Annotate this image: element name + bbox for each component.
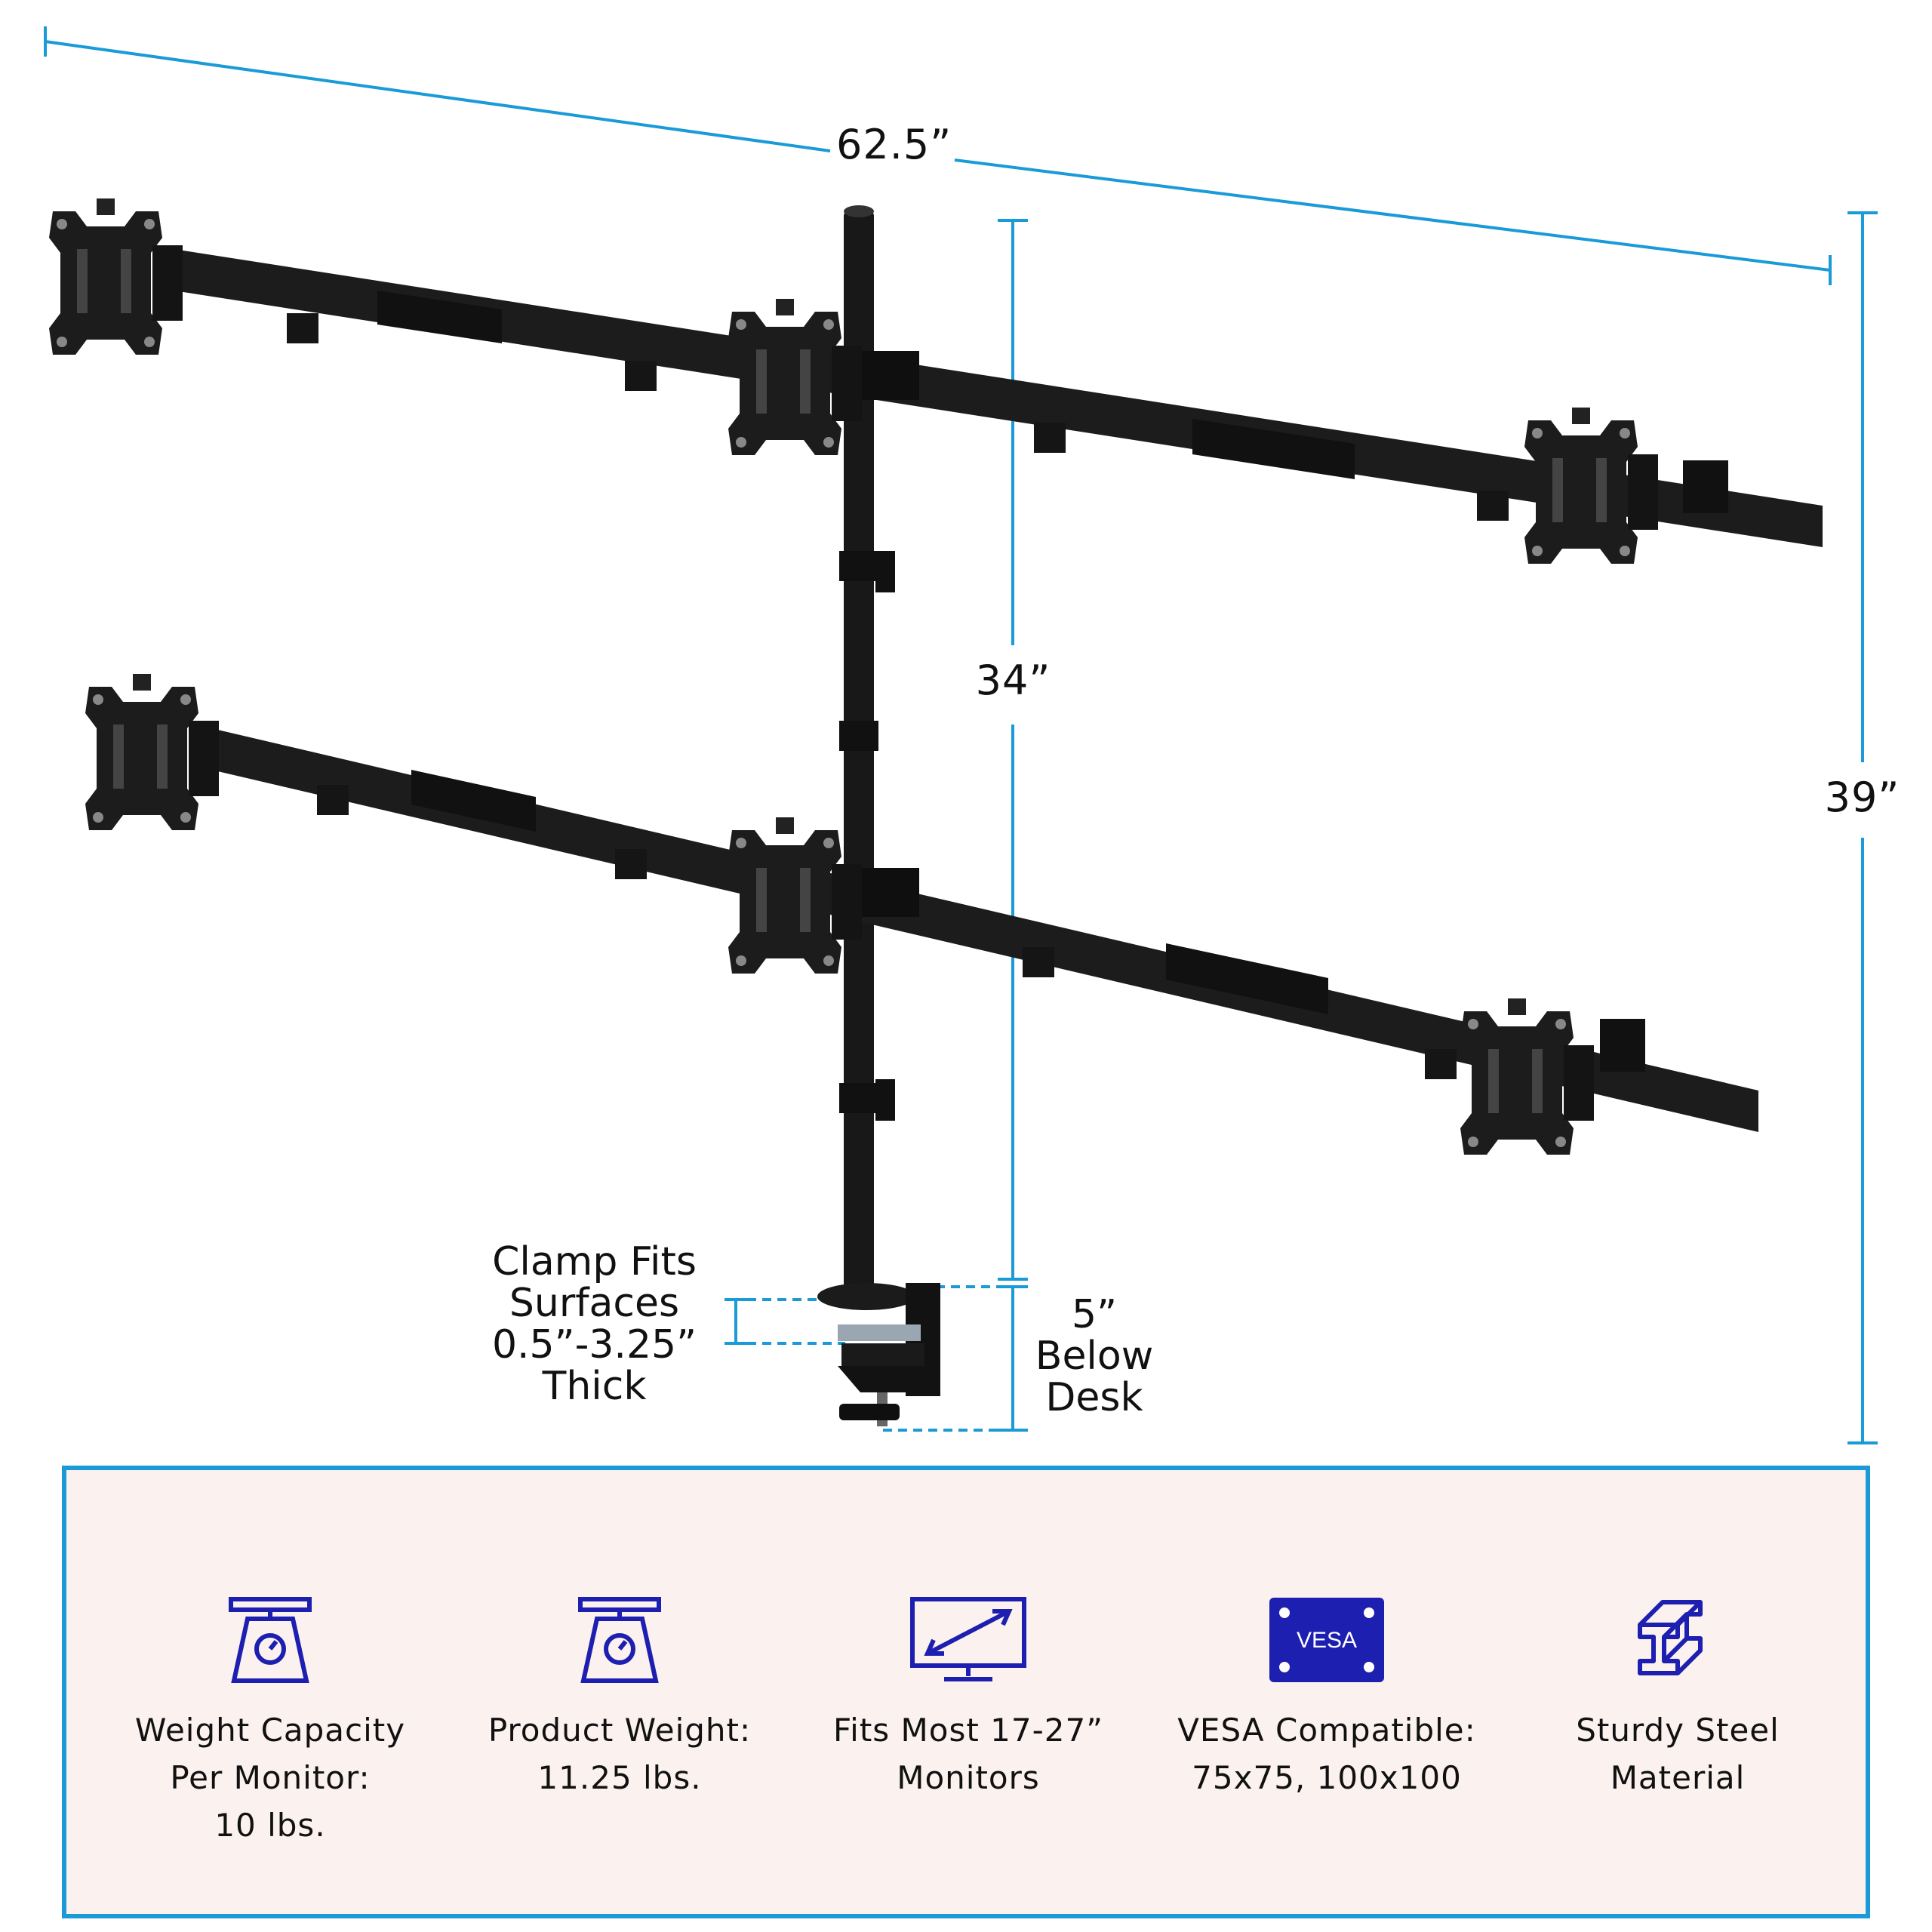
- product-diagram: [44, 26, 1878, 1444]
- vesa-plate-top-right: [1524, 408, 1658, 564]
- clamp-note-line1: Clamp Fits: [492, 1239, 697, 1284]
- spec-product-weight: Product Weight: 11.25 lbs.: [446, 1595, 793, 1801]
- below-desk-dimension-line: [883, 1285, 1028, 1432]
- upper-arm: [174, 249, 1823, 547]
- desk-clamp: [817, 1283, 940, 1426]
- vesa-plate-top-left: [49, 198, 183, 355]
- vesa-plate-bottom-right: [1460, 998, 1594, 1155]
- width-dimension-label: 62.5”: [836, 121, 952, 168]
- spec-product-weight-line1: Product Weight:: [488, 1712, 752, 1749]
- spec-product-weight-line2: 11.25 lbs.: [537, 1759, 702, 1796]
- spec-vesa-line2: 75x75, 100x100: [1192, 1759, 1462, 1796]
- vesa-badge-text: VESA: [1297, 1628, 1357, 1653]
- center-pole: [839, 205, 895, 1291]
- below-desk-line2: Below: [1035, 1334, 1154, 1379]
- spec-vesa-line1: VESA Compatible:: [1177, 1712, 1476, 1749]
- width-dimension-line: [44, 26, 1832, 285]
- steel-beam-icon: [1638, 1600, 1703, 1675]
- spec-monitor-size-line2: Monitors: [897, 1759, 1040, 1796]
- spec-steel-line1: Sturdy Steel: [1576, 1712, 1780, 1749]
- below-desk-note: 5” Below Desk: [1026, 1294, 1162, 1419]
- pole-height-dimension-line: [998, 219, 1028, 1281]
- clamp-note-line3: 0.5”-3.25”: [491, 1322, 697, 1367]
- vesa-plate-bottom-left: [85, 674, 219, 830]
- vesa-plate-bottom-center: [728, 817, 862, 974]
- clamp-range-dimension-line: [724, 1298, 845, 1345]
- spec-monitor-size-line1: Fits Most 17-27”: [833, 1712, 1103, 1749]
- clamp-note-line4: Thick: [542, 1364, 647, 1409]
- spec-monitor-size: Fits Most 17-27” Monitors: [795, 1595, 1142, 1801]
- spec-weight-capacity-line1: Weight Capacity: [134, 1712, 406, 1749]
- below-desk-line1: 5”: [1071, 1292, 1118, 1337]
- scale-icon: [229, 1597, 312, 1683]
- clamp-note: Clamp Fits Surfaces 0.5”-3.25” Thick: [460, 1241, 728, 1407]
- below-desk-line3: Desk: [1045, 1375, 1143, 1420]
- spec-vesa: VESA VESA Compatible: 75x75, 100x100: [1153, 1595, 1500, 1801]
- spec-steel-line2: Material: [1610, 1759, 1746, 1796]
- total-height-dimension-label: 39”: [1819, 774, 1906, 821]
- vesa-plate-top-center: [728, 299, 862, 455]
- total-height-dimension-line: [1847, 211, 1878, 1444]
- scale-icon: [578, 1597, 661, 1683]
- spec-weight-capacity-line3: 10 lbs.: [214, 1807, 326, 1844]
- clamp-note-line2: Surfaces: [509, 1281, 680, 1326]
- vesa-icon: VESA: [1269, 1598, 1384, 1682]
- monitor-size-icon: [910, 1597, 1026, 1681]
- spec-weight-capacity-line2: Per Monitor:: [170, 1759, 371, 1796]
- pole-height-dimension-label: 34”: [970, 657, 1057, 704]
